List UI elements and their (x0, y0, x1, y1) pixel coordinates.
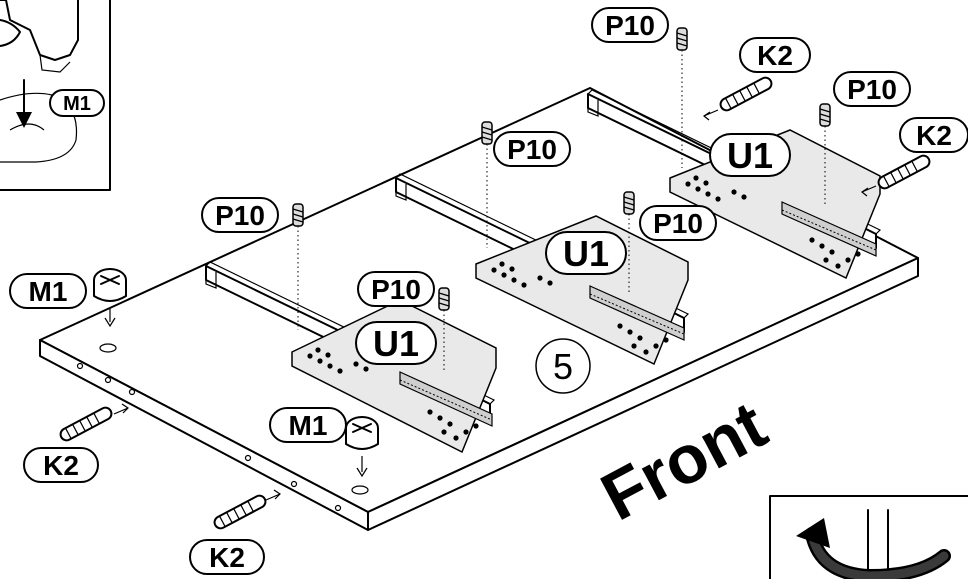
label-p10: P10 (201, 197, 279, 233)
inset-detail: M1 (0, 0, 111, 191)
edge-hole (290, 480, 298, 488)
edge-hole (244, 454, 252, 462)
runner-rail-2 (395, 173, 690, 366)
svg-text:P10: P10 (507, 134, 557, 165)
cam-hole (351, 485, 369, 495)
svg-text:P10: P10 (653, 208, 703, 239)
svg-text:U1: U1 (373, 323, 419, 364)
cam-lock-icon (345, 416, 379, 478)
cam-locks (93, 268, 379, 478)
label-p10: P10 (357, 271, 435, 307)
rail-bracket-2 (475, 215, 689, 366)
panel-right-edge (367, 257, 919, 531)
label-p10: P10 (639, 205, 717, 241)
edge-hole (104, 376, 112, 384)
svg-text:U1: U1 (563, 233, 609, 274)
screw-icon (623, 191, 635, 292)
cam-hole (99, 343, 117, 353)
label-m1: M1 (269, 407, 347, 443)
svg-text:U1: U1 (727, 135, 773, 176)
screw-icon (481, 121, 493, 248)
label-k2: K2 (739, 37, 811, 73)
label-p10: P10 (591, 7, 669, 43)
label-m1: M1 (9, 273, 87, 309)
edge-hole (76, 362, 84, 370)
screw-icon (676, 27, 688, 168)
svg-text:P10: P10 (847, 74, 897, 105)
dowel-icon (213, 494, 267, 530)
svg-text:P10: P10 (605, 10, 655, 41)
dowel-icon (877, 154, 931, 190)
rotate-arrow-icon (796, 518, 951, 579)
step-number: 5 (535, 338, 591, 394)
label-u1: U1 (709, 133, 791, 177)
label-k2: K2 (899, 117, 968, 153)
rotate-hint (769, 495, 968, 579)
dowel-icon (59, 406, 113, 442)
svg-text:P10: P10 (371, 274, 421, 305)
label-p10: P10 (493, 131, 571, 167)
screw-icon (292, 203, 304, 330)
label-u1: U1 (355, 321, 437, 365)
svg-text:K2: K2 (209, 542, 245, 573)
runner-rail-1 (205, 261, 497, 454)
dowels (59, 76, 931, 530)
part-labels: P10 P10 P10 P10 P10 P10 U1 U1 (9, 7, 968, 575)
rotate-hint-frame (769, 495, 968, 579)
svg-text:P10: P10 (215, 200, 265, 231)
label-k2: K2 (189, 539, 265, 575)
step-number-text: 5 (553, 346, 573, 387)
svg-text:K2: K2 (757, 40, 793, 71)
svg-text:K2: K2 (43, 450, 79, 481)
screw-icon (819, 103, 831, 204)
svg-text:K2: K2 (916, 120, 952, 151)
edge-hole (334, 504, 342, 512)
edge-hole (128, 388, 136, 396)
screws (292, 27, 831, 372)
screw-icon (438, 287, 450, 372)
svg-text:M1: M1 (289, 410, 328, 441)
label-p10: P10 (833, 71, 911, 107)
svg-text:M1: M1 (29, 276, 68, 307)
label-k2: K2 (23, 447, 99, 483)
cam-lock-icon (93, 268, 127, 328)
dowel-icon (719, 76, 773, 112)
inset-frame (0, 0, 111, 191)
label-u1: U1 (545, 231, 627, 275)
inset-m1-label: M1 (63, 93, 91, 115)
inset-m1-pill (49, 89, 105, 117)
